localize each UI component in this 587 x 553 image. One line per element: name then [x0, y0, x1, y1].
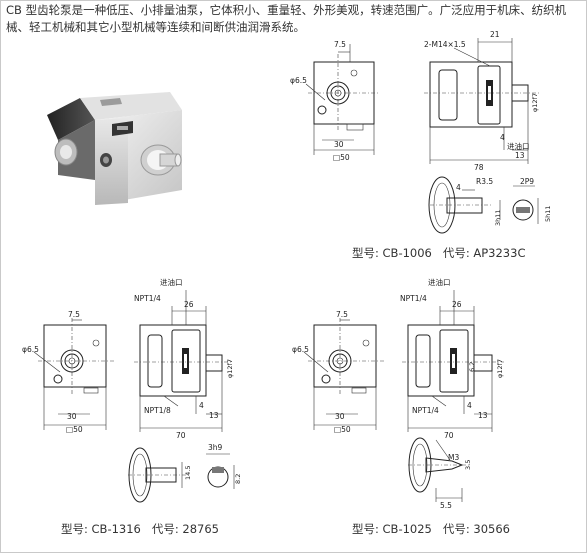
dim-label: 3h9: [208, 443, 223, 452]
model-label-3: 型号: CB-1025 代号: 30566: [352, 522, 510, 536]
dim-label: 26: [452, 300, 462, 309]
drawing-cb1025: [303, 290, 504, 502]
dim-label: 4: [500, 133, 505, 142]
dim-label: 70: [176, 431, 186, 440]
dim-label: φ12f7: [531, 93, 539, 112]
dim-label: φ6.5: [290, 76, 307, 85]
dim-label: 4: [467, 401, 472, 410]
dim-label: 2-M14×1.5: [424, 40, 466, 49]
dim-label: 7.5: [334, 40, 346, 49]
dim-label: 进油口: [160, 277, 183, 287]
dim-label: φ12f7: [226, 359, 234, 378]
dim-label: 13: [209, 411, 219, 420]
dim-label: 70: [444, 431, 454, 440]
dim-label: 26: [184, 300, 194, 309]
dim-label: 3h11: [494, 209, 502, 226]
dim-label: R3.5: [476, 177, 493, 186]
dimension-labels: 7.5 φ6.5 30 □50 2-M14×1.5 21 φ12f7 进油口 4…: [22, 30, 552, 510]
dim-label: NPT1/4: [400, 294, 427, 303]
dim-label: 4: [456, 183, 461, 192]
dim-label: 5.5: [440, 501, 452, 510]
dim-label: 进油口: [507, 141, 530, 151]
dim-label: 6.2: [468, 362, 476, 372]
dim-label: 78: [474, 163, 484, 172]
dim-label: 7.5: [68, 310, 80, 319]
dim-label: φ6.5: [22, 345, 39, 354]
dim-label: 30: [334, 140, 344, 149]
dim-label: 13: [515, 151, 525, 160]
dim-label: NPT1/4: [412, 406, 439, 415]
dim-label: φ12f7: [496, 359, 504, 378]
dim-label: 21: [490, 30, 500, 39]
dim-label: 13: [478, 411, 488, 420]
dim-label: φ6.5: [292, 345, 309, 354]
dim-label: 进油口: [428, 277, 451, 287]
dim-label: □50: [333, 153, 350, 162]
dim-label: 5h11: [544, 205, 552, 222]
dim-label: 7.5: [336, 310, 348, 319]
dim-label: 14.5: [184, 466, 192, 480]
model-label-1: 型号: CB-1006 代号: AP3233C: [352, 246, 526, 260]
intro-paragraph: CB 型齿轮泵是一种低压、小排量油泵，它体积小、重量轻、外形美观，转速范围广。广…: [6, 3, 567, 34]
dim-label: □50: [66, 425, 83, 434]
dim-label: 30: [67, 412, 77, 421]
drawing-cb1006: [305, 38, 540, 234]
dim-label: M3: [448, 453, 459, 462]
dim-label: 8.2: [234, 474, 242, 484]
dim-label: NPT1/4: [134, 294, 161, 303]
dim-label: 2P9: [520, 177, 534, 186]
drawing-cb1316: [33, 290, 235, 503]
pump-photo: [47, 92, 182, 220]
dim-label: 3.5: [464, 460, 472, 470]
dim-label: NPT1/8: [144, 406, 171, 415]
model-label-2: 型号: CB-1316 代号: 28765: [61, 522, 219, 536]
dim-label: 30: [335, 412, 345, 421]
dim-label: □50: [334, 425, 351, 434]
dim-label: 4: [199, 401, 204, 410]
